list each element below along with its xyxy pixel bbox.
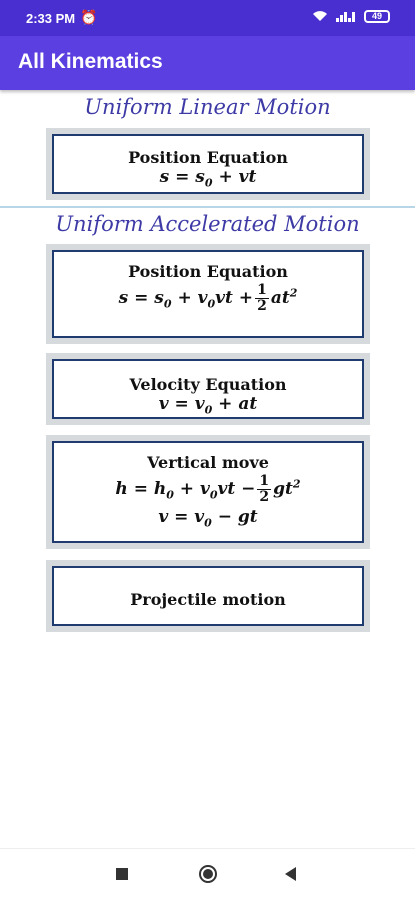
- circle-icon[interactable]: [199, 865, 217, 883]
- equation-velocity: v = v0 + at: [158, 394, 258, 417]
- card-linear-position[interactable]: Position Equation s = s0 + vt: [46, 128, 370, 200]
- equation-linear-position: s = s0 + vt: [159, 167, 257, 190]
- card-title: Velocity Equation: [129, 375, 287, 394]
- status-bar: 2:33 PM ⏰ 49: [0, 0, 415, 36]
- card-title: Position Equation: [128, 262, 288, 281]
- square-icon[interactable]: [116, 868, 128, 880]
- card-projectile-motion[interactable]: Projectile motion: [46, 560, 370, 632]
- system-nav-bar: [0, 848, 415, 901]
- equation-vertical-velocity: v = v0 − gt: [158, 507, 258, 530]
- card-velocity[interactable]: Velocity Equation v = v0 + at: [46, 353, 370, 425]
- section-title-accelerated: Uniform Accelerated Motion: [55, 212, 360, 236]
- card-inner: Position Equation s = s0 + vt: [52, 134, 364, 194]
- battery-icon: 49: [364, 10, 390, 23]
- card-title: Vertical move: [147, 453, 269, 472]
- status-time: 2:33 PM: [26, 11, 76, 26]
- card-inner: Projectile motion: [52, 566, 364, 626]
- card-title: Projectile motion: [130, 590, 286, 609]
- triangle-back-icon[interactable]: [285, 867, 296, 881]
- app-bar: All Kinematics: [0, 36, 415, 90]
- app-title: All Kinematics: [18, 50, 163, 73]
- section-title-linear: Uniform Linear Motion: [84, 95, 331, 119]
- card-title: Position Equation: [128, 148, 288, 167]
- section-divider: [0, 206, 415, 208]
- card-inner: Velocity Equation v = v0 + at: [52, 359, 364, 419]
- wifi-icon: [312, 9, 328, 25]
- alarm-clock-icon: ⏰: [80, 9, 98, 25]
- signal-icon: [336, 9, 358, 25]
